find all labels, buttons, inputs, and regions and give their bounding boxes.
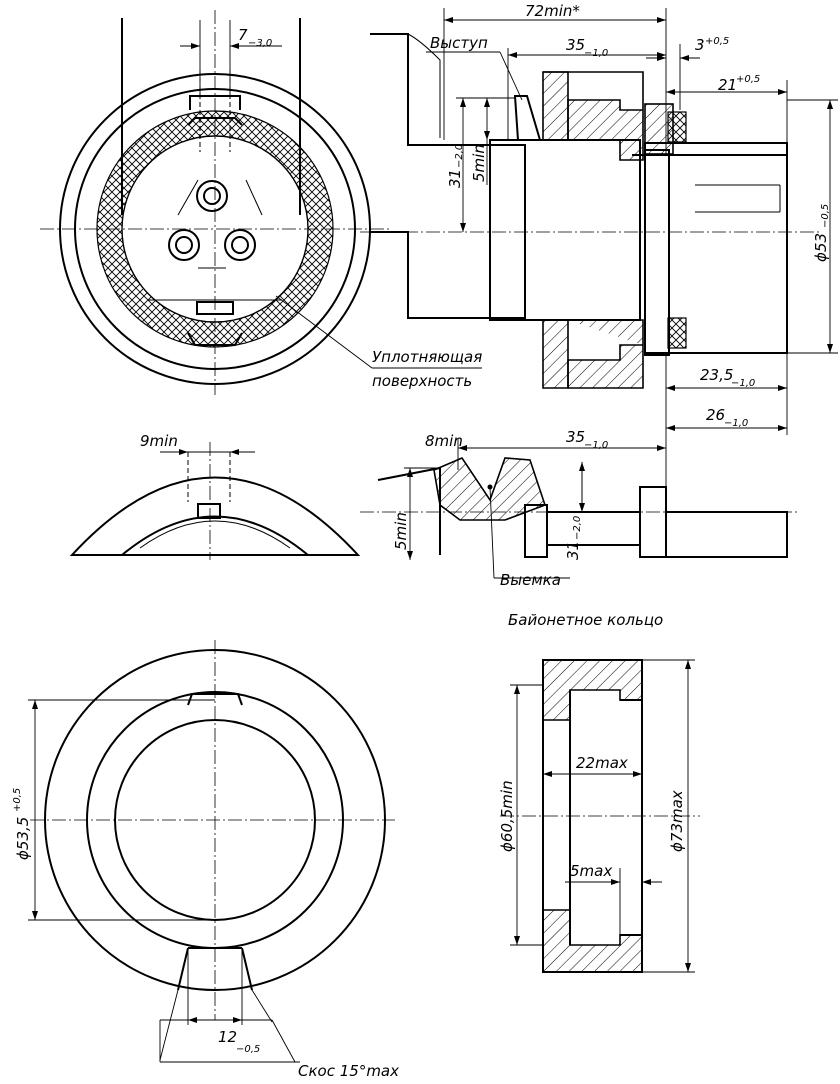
label-31-mid: 31: [564, 541, 582, 560]
label-26-tol: −1,0: [724, 418, 748, 429]
label-53-tol: −0,5: [820, 204, 831, 228]
label-31-top-tol: −2,0: [454, 144, 465, 168]
label-60-5: ϕ60,5min: [498, 780, 516, 852]
label-73max: ϕ73max: [668, 790, 686, 852]
label-35-mid-tol: −1,0: [584, 440, 608, 451]
label-skos: Скос 15°max: [298, 1062, 399, 1080]
label-53: ϕ53: [812, 233, 830, 262]
label-53-5: ϕ53,5: [14, 817, 32, 860]
label-35-top: 35: [566, 36, 585, 54]
label-21-tol: +0,5: [736, 74, 760, 85]
partial-section-view: [360, 438, 800, 579]
label-5min-mid: 5min: [392, 512, 410, 550]
partial-arc-view: [69, 442, 361, 560]
label-vyemka: Выемка: [500, 571, 561, 589]
label-5min-top: 5min: [470, 144, 488, 182]
label-35-mid: 35: [566, 428, 585, 446]
label-7: 7: [238, 26, 248, 44]
label-12: 12: [218, 1028, 237, 1046]
label-23-5-tol: −1,0: [731, 378, 755, 389]
label-5max: 5max: [570, 862, 612, 880]
label-8min: 8min: [425, 432, 463, 450]
bayonet-ring-section-view: [500, 659, 700, 973]
side-section-view: [360, 8, 838, 440]
label-seal-1: Уплотняющая: [372, 348, 482, 366]
bayonet-ring-front-view: [28, 640, 395, 1063]
label-vystup: Выступ: [430, 34, 488, 52]
label-21: 21: [718, 76, 737, 94]
label-7-tol: −3,0: [248, 38, 272, 49]
label-3: 3: [695, 36, 705, 54]
label-seal-2: поверхность: [372, 372, 472, 390]
label-9min: 9min: [140, 432, 178, 450]
label-12-tol: −0,5: [236, 1044, 260, 1055]
label-23-5: 23,5: [700, 366, 733, 384]
front-view-plug: [40, 10, 482, 395]
label-72min: 72min*: [525, 2, 580, 20]
label-3-tol: +0,5: [705, 36, 729, 47]
label-ring-title: Байонетное кольцо: [508, 611, 663, 629]
label-22max: 22max: [576, 754, 628, 772]
label-53-5-tol: +0,5: [12, 788, 23, 812]
label-31-top: 31: [446, 169, 464, 188]
label-31-mid-tol: −2,0: [572, 516, 583, 540]
label-26: 26: [706, 406, 725, 424]
label-35-top-tol: −1,0: [584, 48, 608, 59]
